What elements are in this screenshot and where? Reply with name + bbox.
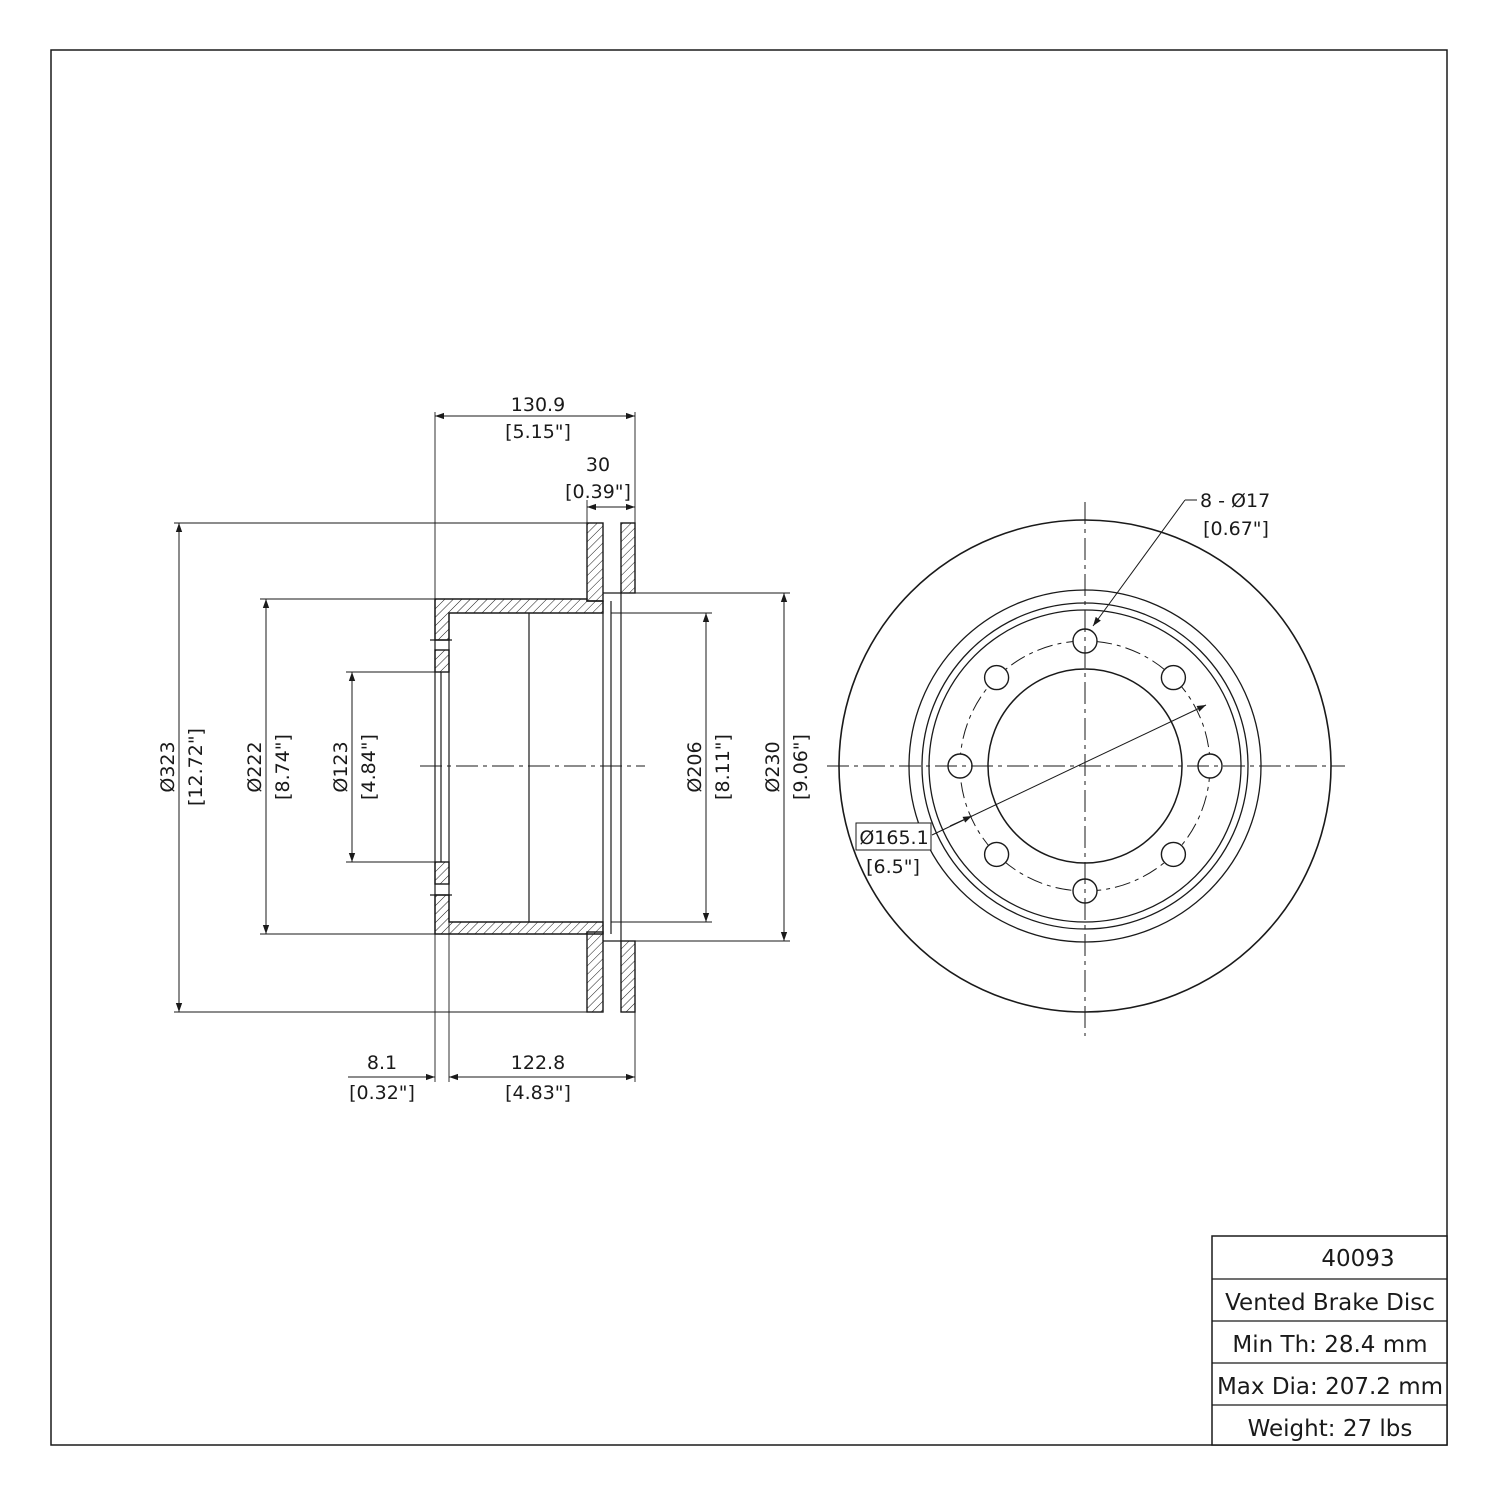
dim-center-bore-mm: Ø123 bbox=[330, 741, 352, 792]
max-diameter: Max Dia: 207.2 mm bbox=[1217, 1374, 1443, 1400]
dim-bolt-circle-inch: [6.5"] bbox=[866, 856, 920, 878]
section-outlines bbox=[430, 592, 622, 942]
bolt-hole-leader bbox=[1092, 499, 1186, 627]
bolt-hole bbox=[983, 664, 1010, 691]
dim-hat-depth-mm: 122.8 bbox=[511, 1052, 565, 1074]
dim-rotor-thickness-inch: [0.39"] bbox=[565, 481, 631, 503]
dim-hat-depth-inch: [4.83"] bbox=[505, 1082, 571, 1104]
bolt-circle-label-box bbox=[855, 822, 932, 851]
dim-bolt-holes-inch: [0.67"] bbox=[1203, 518, 1269, 540]
weight: Weight: 27 lbs bbox=[1248, 1416, 1413, 1442]
section-view: 130.9 [5.15"] 30 [0.39"] 8.1 [0.32"] 122… bbox=[157, 394, 812, 1104]
dim-center-bore-inch: [4.84"] bbox=[358, 734, 380, 800]
dim-overall-width-inch: [5.15"] bbox=[505, 421, 571, 443]
extension-lines bbox=[174, 412, 790, 1082]
front-view: Ø165.1 [6.5"] 8 - Ø17 [0.67"] bbox=[827, 490, 1345, 1036]
dim-inner-hat-diameter-mm: Ø206 bbox=[684, 741, 706, 792]
bolt-hole bbox=[1160, 841, 1187, 868]
dim-friction-inner-diameter-mm: Ø230 bbox=[762, 741, 784, 792]
dim-bolt-circle-mm: Ø165.1 bbox=[859, 827, 928, 849]
part-number: 40093 bbox=[1321, 1246, 1394, 1272]
bolt-circle-dim-arrow bbox=[949, 815, 973, 827]
dim-friction-inner-diameter-inch: [9.06"] bbox=[790, 734, 812, 800]
dim-outer-diameter-inch: [12.72"] bbox=[185, 728, 207, 806]
dim-hat-outer-diameter-inch: [8.74"] bbox=[272, 734, 294, 800]
dim-hat-thickness-inch: [0.32"] bbox=[349, 1082, 415, 1104]
section-hatching bbox=[434, 522, 636, 1013]
dim-hat-outer-diameter-mm: Ø222 bbox=[244, 741, 266, 792]
min-thickness: Min Th: 28.4 mm bbox=[1232, 1332, 1427, 1358]
bolt-hole bbox=[983, 841, 1010, 868]
dim-hat-thickness-mm: 8.1 bbox=[367, 1052, 397, 1074]
bolt-hole bbox=[1160, 664, 1187, 691]
title-block: 40093 Vented Brake Disc Min Th: 28.4 mm … bbox=[1211, 1235, 1448, 1446]
part-description: Vented Brake Disc bbox=[1225, 1290, 1435, 1316]
bolt-circle-dim-line bbox=[931, 704, 1207, 836]
drawing-frame bbox=[50, 49, 1448, 1446]
dim-bolt-holes-mm: 8 - Ø17 bbox=[1200, 490, 1270, 512]
dim-overall-width-mm: 130.9 bbox=[511, 394, 565, 416]
dim-outer-diameter-mm: Ø323 bbox=[157, 741, 179, 792]
dimension-lines bbox=[175, 412, 788, 1081]
dim-rotor-thickness-mm: 30 bbox=[586, 454, 610, 476]
dim-inner-hat-diameter-inch: [8.11"] bbox=[712, 734, 734, 800]
